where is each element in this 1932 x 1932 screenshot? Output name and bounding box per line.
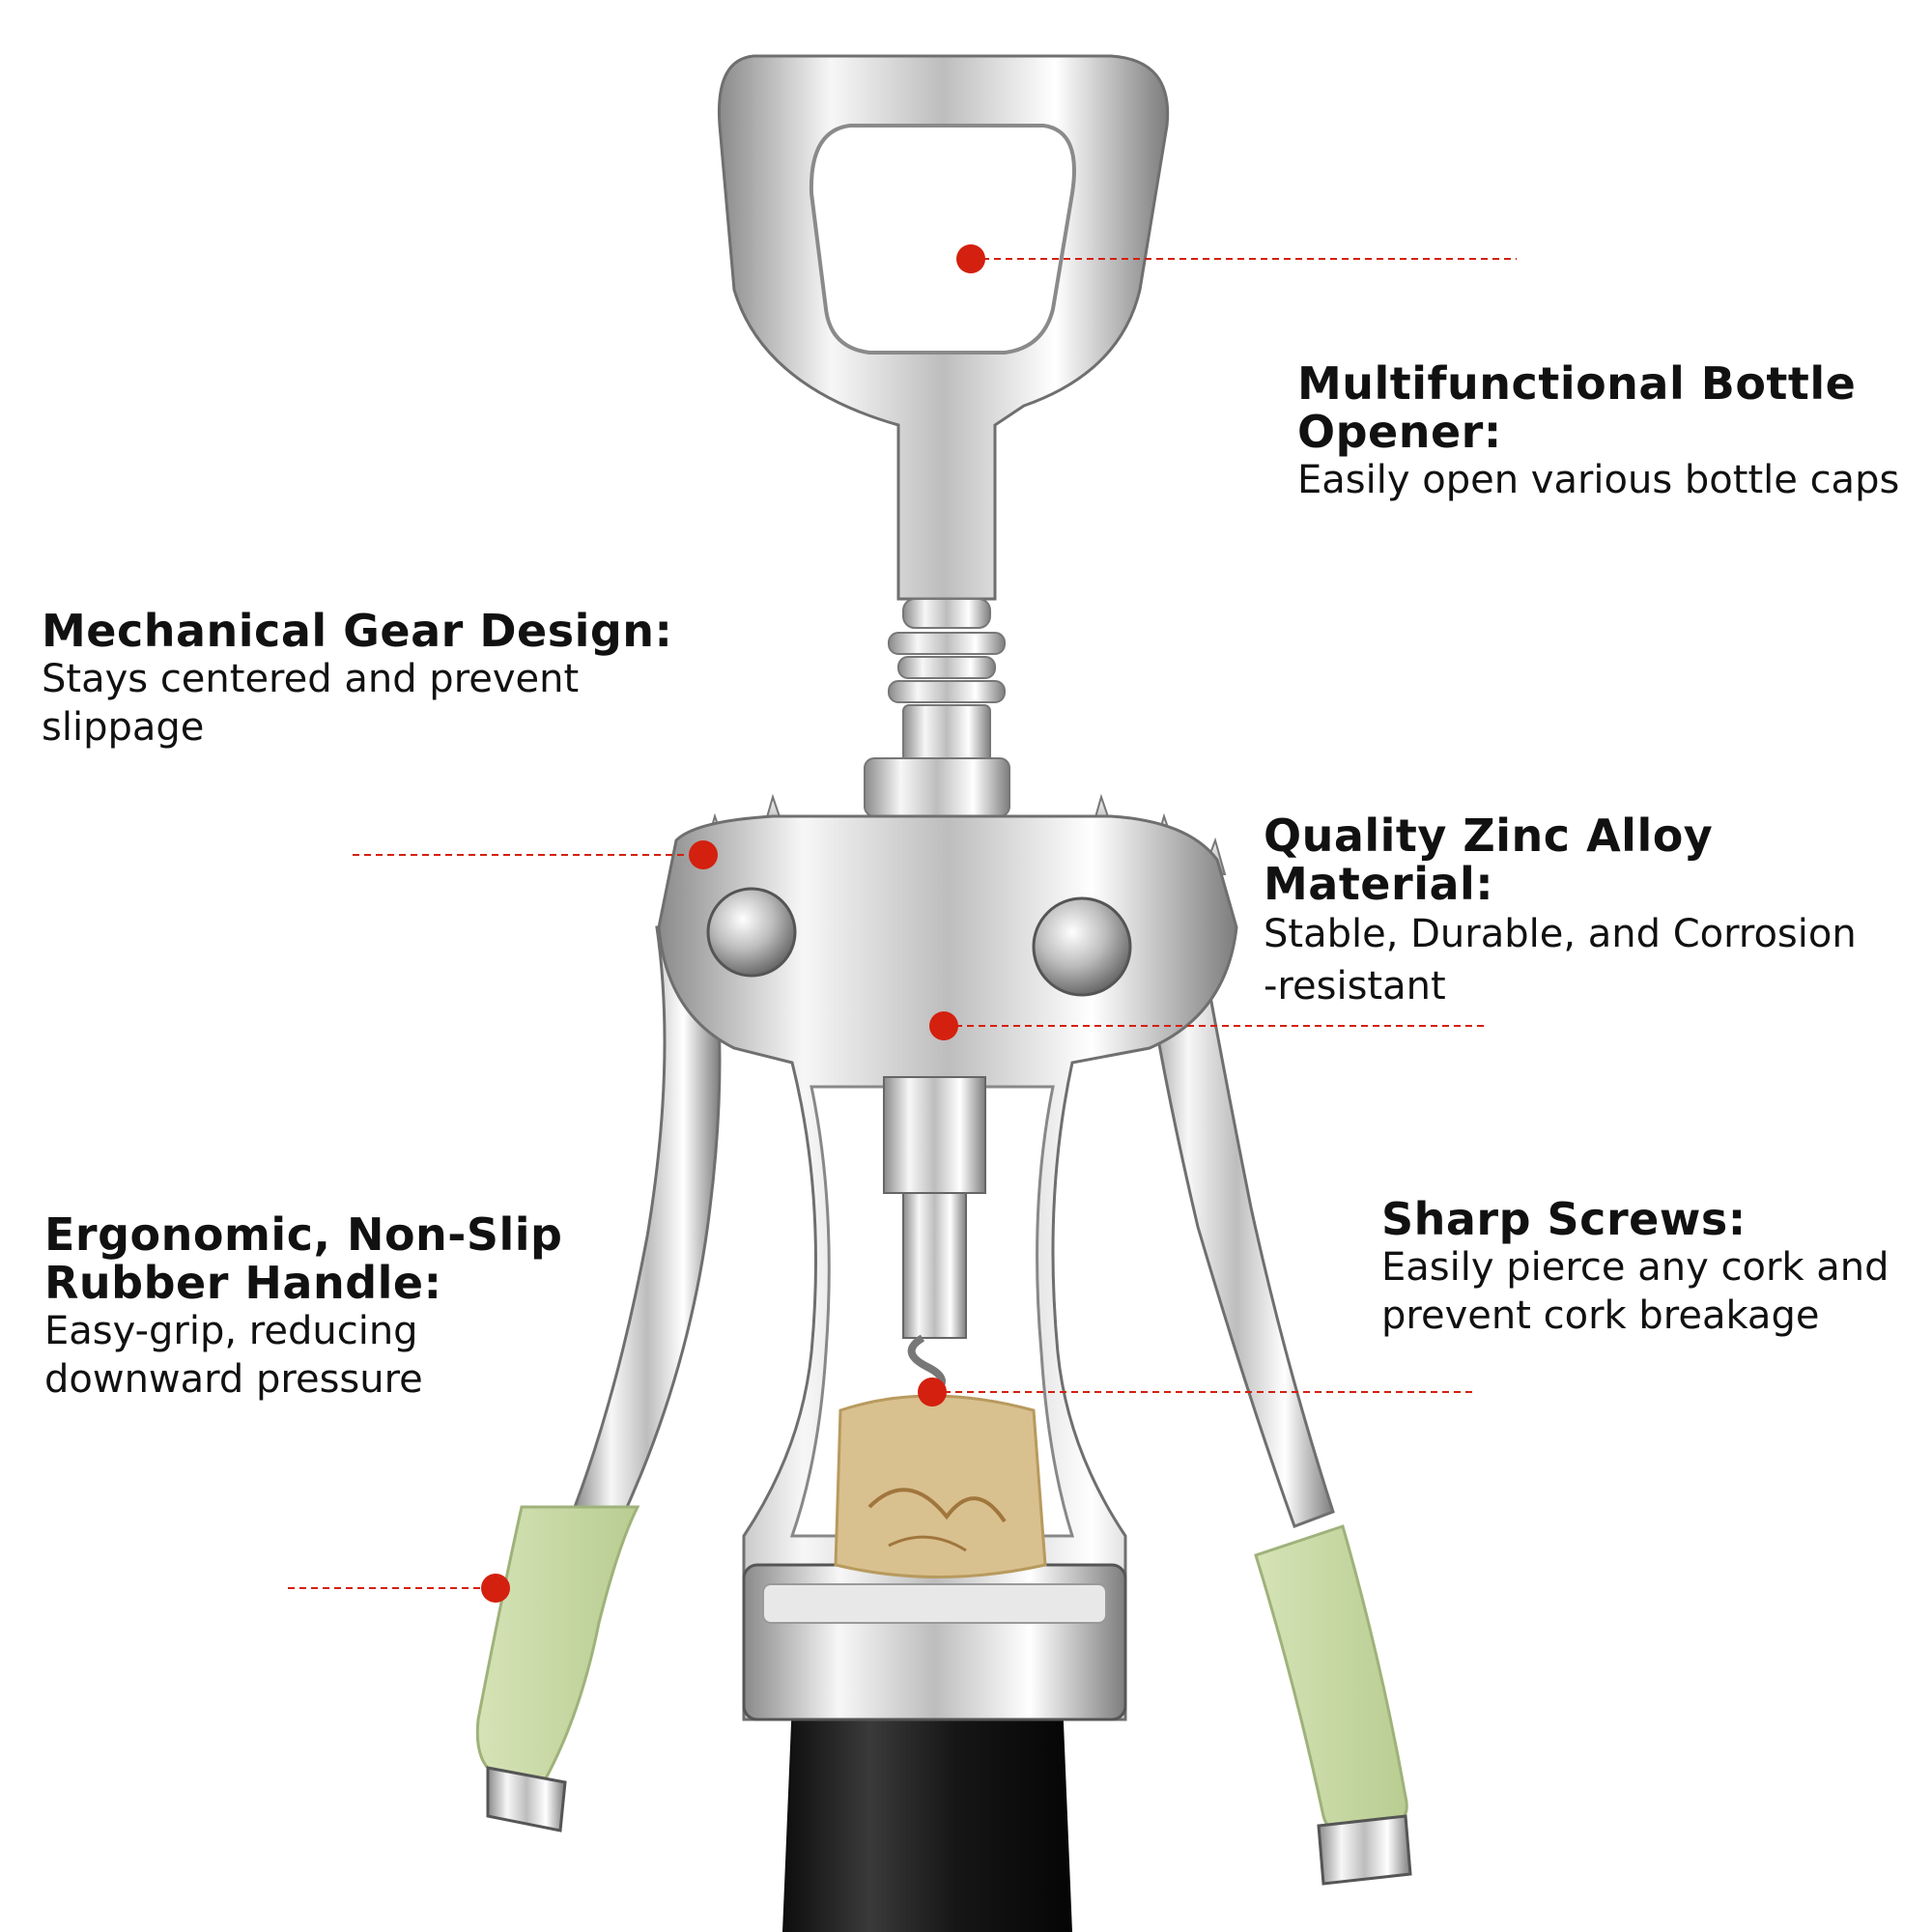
screw-shaft xyxy=(883,1076,986,1419)
feature-desc-line: Easy-grip, reducing xyxy=(44,1309,418,1353)
feature-desc-line: Stable, Durable, and Corrosion xyxy=(1264,912,1857,956)
callout-markers xyxy=(288,244,1517,1603)
red-dot-marker-icon xyxy=(918,1378,947,1406)
feature-title-line: Ergonomic, Non-Slip xyxy=(44,1208,563,1261)
feature-title-line: Rubber Handle: xyxy=(44,1257,442,1309)
feature-title: Multifunctional Bottle Opener: xyxy=(1297,359,1899,456)
feature-sharp-screws: Sharp Screws: Easily pierce any cork and… xyxy=(1381,1195,1889,1340)
bottle-neck xyxy=(782,1700,1072,1932)
cork xyxy=(834,1394,1047,1578)
feature-title: Quality Zinc Alloy Material: xyxy=(1264,811,1932,908)
red-dot-marker-icon xyxy=(481,1574,510,1603)
feature-desc-line: Stays centered and prevent xyxy=(42,657,580,701)
red-dot-marker-icon xyxy=(956,244,985,273)
feature-title-line: Opener: xyxy=(1297,406,1502,458)
feature-desc-line: -resistant xyxy=(1264,964,1446,1009)
feature-title-line: Sharp Screws: xyxy=(1381,1193,1747,1245)
feature-description: Stable, Durable, and Corrosion -resistan… xyxy=(1264,908,1932,1012)
right-wing-arm xyxy=(1138,925,1412,1886)
stem-collars xyxy=(864,598,1010,817)
feature-title-line: Quality Zinc Alloy Material: xyxy=(1264,810,1714,910)
feature-rubber-handle: Ergonomic, Non-Slip Rubber Handle: Easy-… xyxy=(44,1210,562,1404)
feature-title-line: Mechanical Gear Design: xyxy=(42,605,673,657)
feature-bottle-opener: Multifunctional Bottle Opener: Easily op… xyxy=(1297,359,1899,504)
feature-desc-line: Easily pierce any cork and xyxy=(1381,1245,1889,1290)
left-wing-arm xyxy=(475,925,722,1833)
feature-desc-line: Easily open various bottle caps xyxy=(1297,458,1900,502)
feature-description: Easily pierce any cork and prevent cork … xyxy=(1381,1243,1889,1340)
red-dot-marker-icon xyxy=(689,840,718,869)
feature-gear-design: Mechanical Gear Design: Stays centered a… xyxy=(42,607,672,752)
feature-title: Mechanical Gear Design: xyxy=(42,607,672,655)
feature-desc-line: slippage xyxy=(42,705,205,750)
feature-title: Ergonomic, Non-Slip Rubber Handle: xyxy=(44,1210,562,1307)
bottle-opener-head xyxy=(717,54,1170,601)
feature-desc-line: downward pressure xyxy=(44,1357,423,1402)
feature-title: Sharp Screws: xyxy=(1381,1195,1889,1243)
feature-desc-line: prevent cork breakage xyxy=(1381,1293,1820,1338)
feature-zinc-alloy: Quality Zinc Alloy Material: Stable, Dur… xyxy=(1264,811,1932,1012)
feature-title-line: Multifunctional Bottle xyxy=(1297,357,1857,410)
feature-description: Stays centered and prevent slippage xyxy=(42,655,672,752)
feature-description: Easily open various bottle caps xyxy=(1297,456,1899,504)
red-dot-marker-icon xyxy=(929,1011,958,1040)
feature-description: Easy-grip, reducing downward pressure xyxy=(44,1307,562,1404)
